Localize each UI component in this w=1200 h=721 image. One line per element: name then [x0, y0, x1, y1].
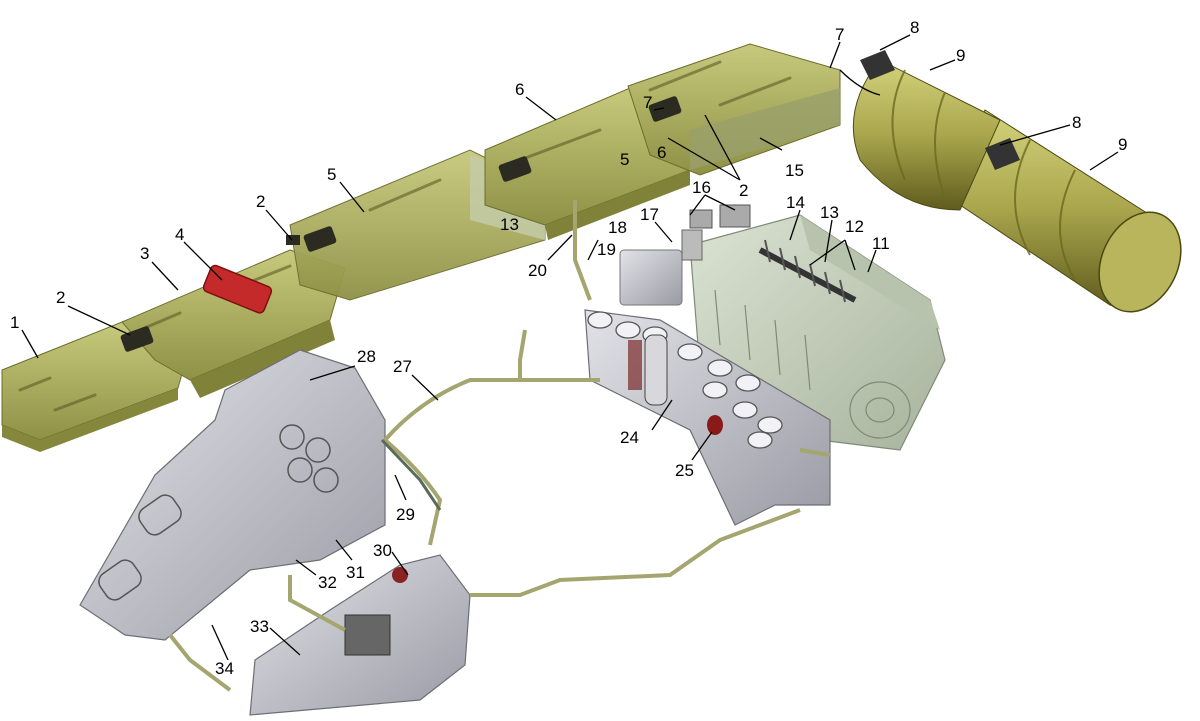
callout-20: 20	[528, 261, 547, 280]
callout-29: 29	[396, 505, 415, 524]
callout-5a: 5	[327, 165, 336, 184]
barrel-strap-front	[985, 138, 1020, 170]
rear-left-tank	[79, 349, 386, 641]
rear-tank-group	[79, 349, 471, 716]
callout-2c: 2	[739, 181, 748, 200]
callout-1: 1	[10, 313, 19, 332]
pump-33	[344, 614, 391, 656]
external-fuel-barrels	[839, 50, 1182, 313]
callout-27: 27	[393, 357, 412, 376]
callout-2b: 2	[256, 192, 265, 211]
clamp-2d	[648, 96, 682, 122]
callout-9b: 9	[1118, 135, 1127, 154]
callout-leaders	[21, 34, 1119, 661]
callout-6b: 6	[657, 143, 666, 162]
callout-4: 4	[175, 225, 184, 244]
callout-7a: 7	[643, 93, 652, 112]
fuel-tank-chain	[1, 43, 841, 452]
clamp-2b	[303, 226, 337, 252]
clamp-2e	[286, 235, 300, 245]
callout-8b: 8	[1072, 113, 1081, 132]
callout-7b: 7	[835, 25, 844, 44]
callout-33: 33	[250, 617, 269, 636]
callout-3: 3	[140, 244, 149, 263]
clamp-2a	[120, 326, 154, 352]
callout-30: 30	[373, 541, 392, 560]
callout-13a: 13	[500, 215, 519, 234]
callout-16: 16	[692, 178, 711, 197]
callout-labels: 1 2 3 4 2 5 6 7 7 8 9 8 9 5 6 15 2 16 13…	[10, 18, 1127, 678]
callout-24: 24	[620, 428, 639, 447]
callout-25: 25	[675, 461, 694, 480]
callout-6a: 6	[515, 80, 524, 99]
fuel-filter-red	[202, 264, 273, 314]
callout-8a: 8	[910, 18, 919, 37]
barrel-rear	[852, 59, 1001, 211]
clamp-2c	[498, 156, 532, 182]
injector-rail	[758, 247, 857, 303]
barrel-strap-rear	[860, 50, 895, 80]
callout-17: 17	[640, 205, 659, 224]
callout-9a: 9	[956, 46, 965, 65]
callout-2a: 2	[56, 288, 65, 307]
callout-5b: 5	[620, 150, 629, 169]
filter-cap-17	[681, 229, 703, 261]
filter-housing-18	[619, 249, 683, 306]
callout-32: 32	[318, 573, 337, 592]
callout-34: 34	[215, 659, 234, 678]
fuel-lines	[168, 200, 831, 692]
callout-31: 31	[346, 563, 365, 582]
callout-18: 18	[608, 218, 627, 237]
drain-plug-25	[707, 415, 723, 435]
callout-11: 11	[872, 234, 890, 253]
callout-13b: 13	[820, 203, 839, 222]
central-fuel-tank	[584, 309, 831, 526]
callout-12: 12	[845, 217, 864, 236]
return-line	[380, 438, 442, 511]
fuel-filter-unit	[619, 204, 751, 306]
callout-28: 28	[357, 347, 376, 366]
callout-14: 14	[786, 193, 805, 212]
callout-15: 15	[785, 161, 804, 180]
callout-19: 19	[597, 240, 616, 259]
